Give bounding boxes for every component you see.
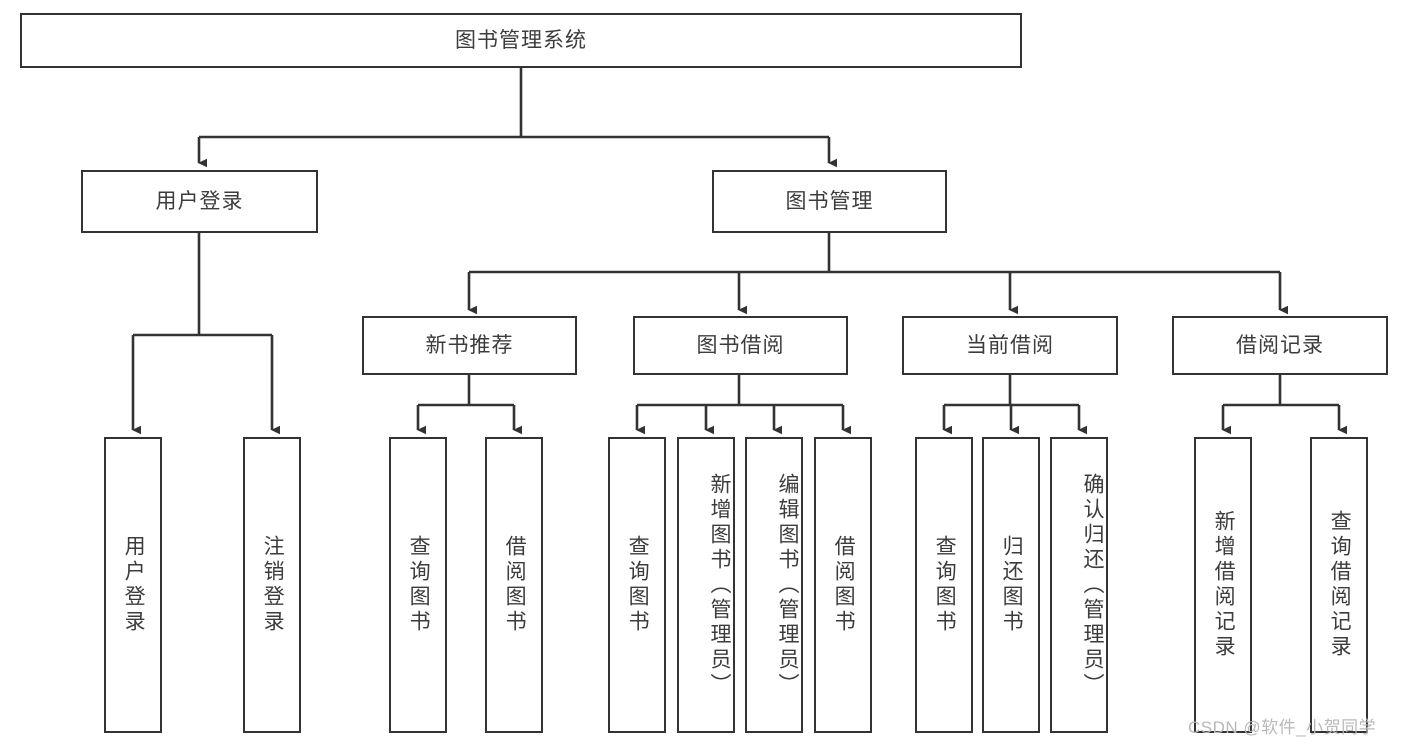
node-leaf-query-book-3[interactable]: 查询图书 — [915, 437, 973, 733]
watermark-text: CSDN @软件_小贺同学 — [1188, 718, 1377, 737]
node-leaf-confirm-return-admin[interactable]: 确认归还（管理员） — [1050, 437, 1108, 733]
node-label: 注销登录 — [261, 535, 285, 635]
node-leaf-logout-login[interactable]: 注销登录 — [243, 437, 301, 733]
node-book-management-system[interactable]: 图书管理系统 — [20, 13, 1022, 68]
node-book-borrow[interactable]: 图书借阅 — [633, 316, 848, 375]
node-leaf-query-book-1[interactable]: 查询图书 — [389, 437, 447, 733]
node-label: 查询图书 — [407, 535, 431, 635]
node-label: 用户登录 — [155, 189, 244, 213]
node-label: 图书借阅 — [696, 333, 785, 357]
node-label: 确认归还（管理员） — [1081, 472, 1104, 698]
node-leaf-user-login[interactable]: 用户登录 — [104, 437, 162, 733]
node-label: 新增图书（管理员） — [708, 472, 731, 698]
node-leaf-borrow-book-1[interactable]: 借阅图书 — [485, 437, 543, 733]
node-label: 新增借阅记录 — [1212, 510, 1236, 660]
node-label: 用户登录 — [122, 535, 146, 635]
node-new-book-recommend[interactable]: 新书推荐 — [362, 316, 577, 375]
node-label: 归还图书 — [1000, 535, 1024, 635]
node-label: 图书管理系统 — [455, 28, 587, 52]
node-label: 新书推荐 — [425, 333, 514, 357]
node-label: 编辑图书（管理员） — [776, 472, 799, 698]
node-label: 图书管理 — [785, 189, 874, 213]
node-borrow-record[interactable]: 借阅记录 — [1172, 316, 1388, 375]
node-label: 借阅记录 — [1236, 333, 1324, 357]
node-current-borrow[interactable]: 当前借阅 — [902, 316, 1118, 375]
node-label: 查询图书 — [626, 535, 650, 635]
node-leaf-edit-book-admin[interactable]: 编辑图书（管理员） — [745, 437, 803, 733]
node-leaf-return-book[interactable]: 归还图书 — [982, 437, 1040, 733]
node-label: 当前借阅 — [966, 333, 1054, 357]
node-leaf-borrow-book-2[interactable]: 借阅图书 — [814, 437, 872, 733]
node-user-login[interactable]: 用户登录 — [81, 170, 318, 233]
node-book-management[interactable]: 图书管理 — [712, 170, 947, 233]
node-label: 借阅图书 — [503, 535, 527, 635]
node-label: 借阅图书 — [832, 535, 856, 635]
node-leaf-add-book-admin[interactable]: 新增图书（管理员） — [677, 437, 735, 733]
node-label: 查询图书 — [933, 535, 957, 635]
node-label: 查询借阅记录 — [1328, 510, 1352, 660]
node-leaf-query-book-2[interactable]: 查询图书 — [608, 437, 666, 733]
node-leaf-query-borrow-record[interactable]: 查询借阅记录 — [1310, 437, 1368, 733]
node-leaf-add-borrow-record[interactable]: 新增借阅记录 — [1194, 437, 1252, 733]
